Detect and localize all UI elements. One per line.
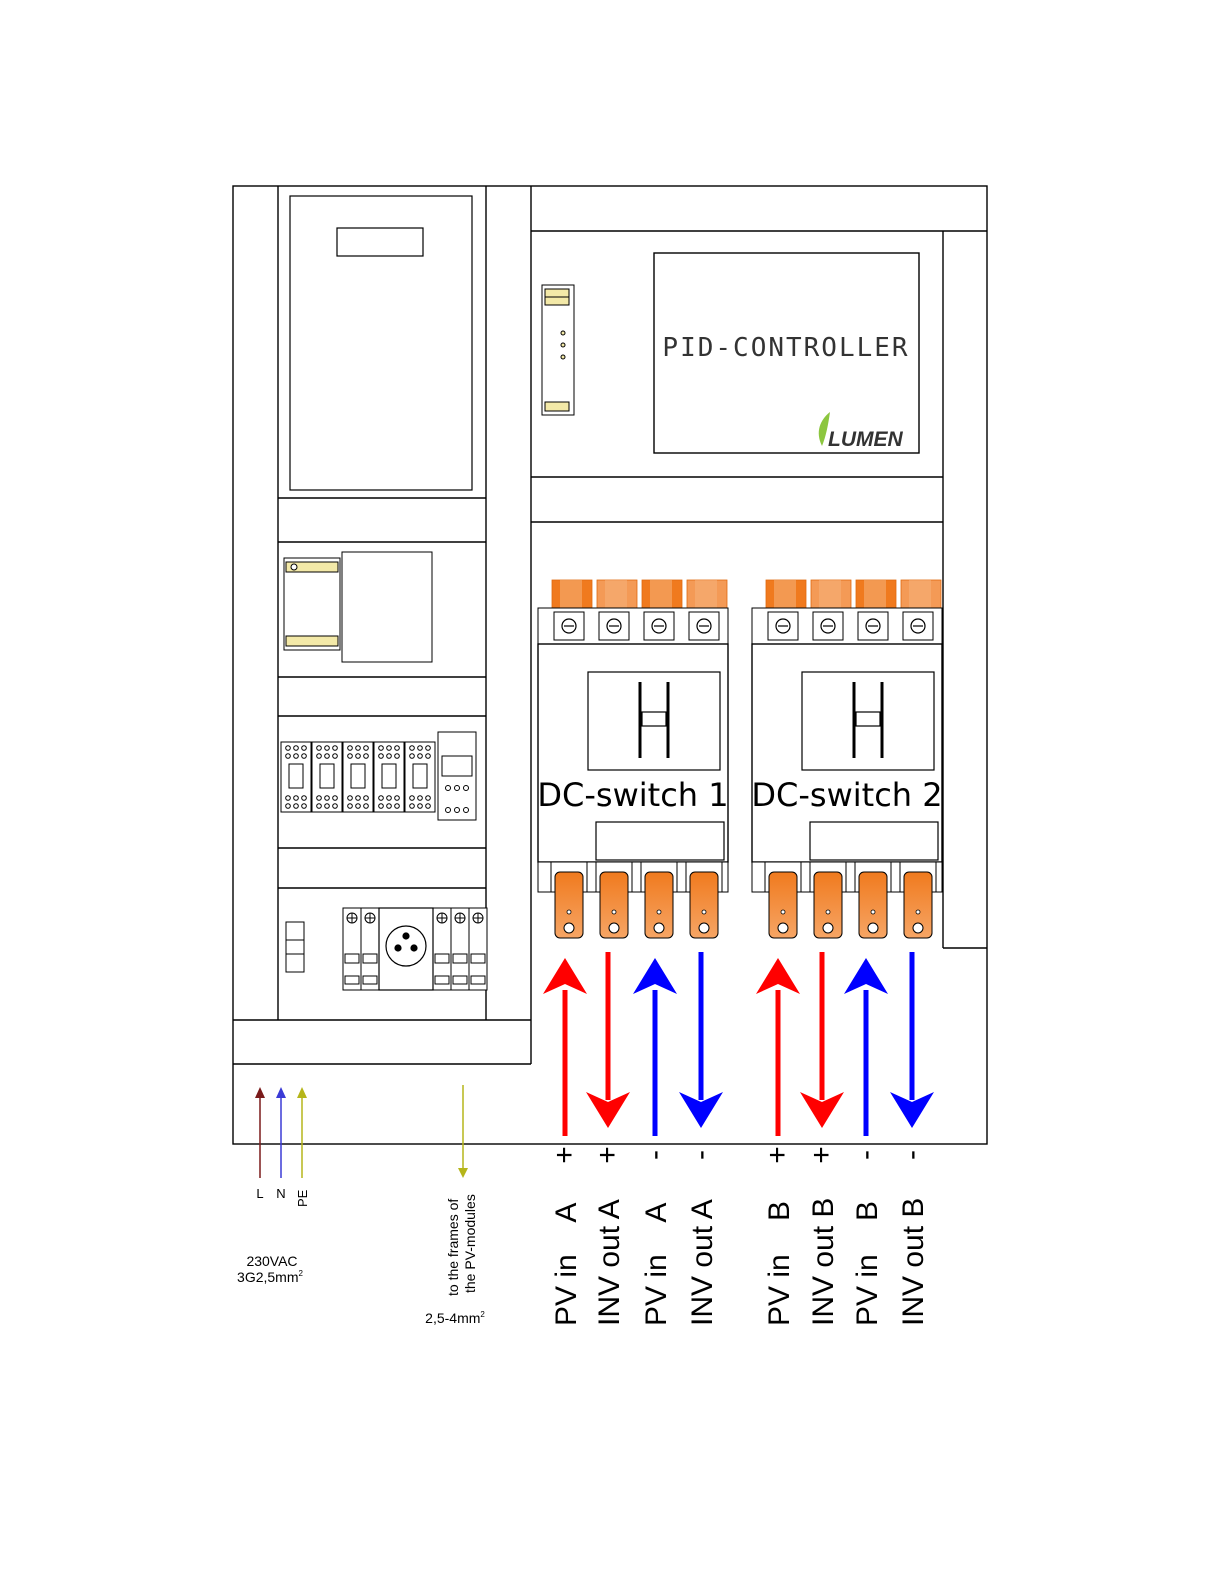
breaker-module (343, 908, 361, 990)
connection-label: PV in A (640, 1203, 673, 1326)
power-supply-module (284, 552, 432, 662)
pid-controller: PID-CONTROLLER LUMEN (654, 253, 919, 453)
dc-switch-1: DC-switch 1 (537, 580, 728, 938)
connection-sign: + (805, 1146, 838, 1164)
connection-6: + INV out B (800, 952, 844, 1326)
din-power-module (542, 285, 574, 415)
ground-spec: 2,5-4mm2 (425, 1310, 485, 1326)
ac-wire-label: L (256, 1186, 263, 1201)
arrow-up-icon (543, 958, 587, 994)
connection-sign: + (761, 1146, 794, 1164)
timer-relay (438, 732, 476, 820)
connection-3: - PV in A (633, 958, 677, 1326)
ac-spec-line2: 3G2,5mm2 (237, 1269, 303, 1285)
connection-label: PV in B (763, 1201, 796, 1326)
relay-module (343, 742, 373, 812)
arrow-up-icon (756, 958, 800, 994)
arrow-up-icon (633, 958, 677, 994)
arrow-down-icon (458, 1168, 468, 1178)
connection-sign: - (638, 1150, 671, 1160)
ac-wire-label: N (276, 1186, 285, 1201)
connection-label: PV in B (851, 1201, 884, 1326)
breaker-module (433, 908, 451, 990)
connections: + PV in A + INV out A - PV in A - INV out A + PV … (543, 952, 934, 1326)
connection-7: - PV in B (844, 958, 888, 1326)
connection-label: PV in A (550, 1203, 583, 1326)
arrow-up-icon (276, 1087, 286, 1098)
arrow-up-icon (297, 1087, 307, 1098)
ground-label-line1: to the frames of (445, 1199, 461, 1296)
connection-5: + PV in B (756, 958, 800, 1326)
connection-label: INV out B (807, 1198, 840, 1326)
breaker-module (451, 908, 469, 990)
connection-4: - INV out A (679, 952, 723, 1326)
dc-switch-label: DC-switch 1 (537, 776, 728, 814)
power-socket (379, 908, 433, 990)
connection-label: INV out A (593, 1199, 626, 1326)
ac-wire-PE: PE (295, 1087, 310, 1207)
connection-sign: - (895, 1150, 928, 1160)
ac-wire-label: PE (295, 1189, 310, 1207)
meter-panel (290, 196, 472, 490)
connection-label: INV out A (686, 1199, 719, 1326)
connection-sign: + (548, 1146, 581, 1164)
connection-sign: + (591, 1146, 624, 1164)
arrow-up-icon (255, 1087, 265, 1098)
breaker-module (361, 908, 379, 990)
arrow-up-icon (844, 958, 888, 994)
switch-handle-icon (588, 672, 720, 770)
ground-wire (458, 1085, 468, 1178)
ac-spec-line1: 230VAC (246, 1253, 297, 1269)
connection-label: INV out B (897, 1198, 930, 1326)
connection-1: + PV in A (543, 958, 587, 1326)
relay-row (281, 742, 435, 812)
relay-module (374, 742, 404, 812)
connection-2: + INV out A (586, 952, 630, 1326)
dc-switch-2: DC-switch 2 (751, 580, 942, 938)
connection-sign: - (849, 1150, 882, 1160)
connection-8: - INV out B (890, 952, 934, 1326)
dc-switch-label: DC-switch 2 (751, 776, 942, 814)
relay-module (281, 742, 311, 812)
dc-switches: DC-switch 1 DC-switch 2 (537, 580, 942, 938)
relay-module (405, 742, 435, 812)
switch-handle-icon (802, 672, 934, 770)
logo-text: LUMEN (828, 428, 903, 451)
ground-label-line2: the PV-modules (462, 1194, 478, 1293)
breaker-small (286, 922, 304, 972)
relay-module (312, 742, 342, 812)
connection-sign: - (684, 1150, 717, 1160)
breaker-module (469, 908, 487, 990)
pid-controller-title: PID-CONTROLLER (662, 333, 909, 363)
